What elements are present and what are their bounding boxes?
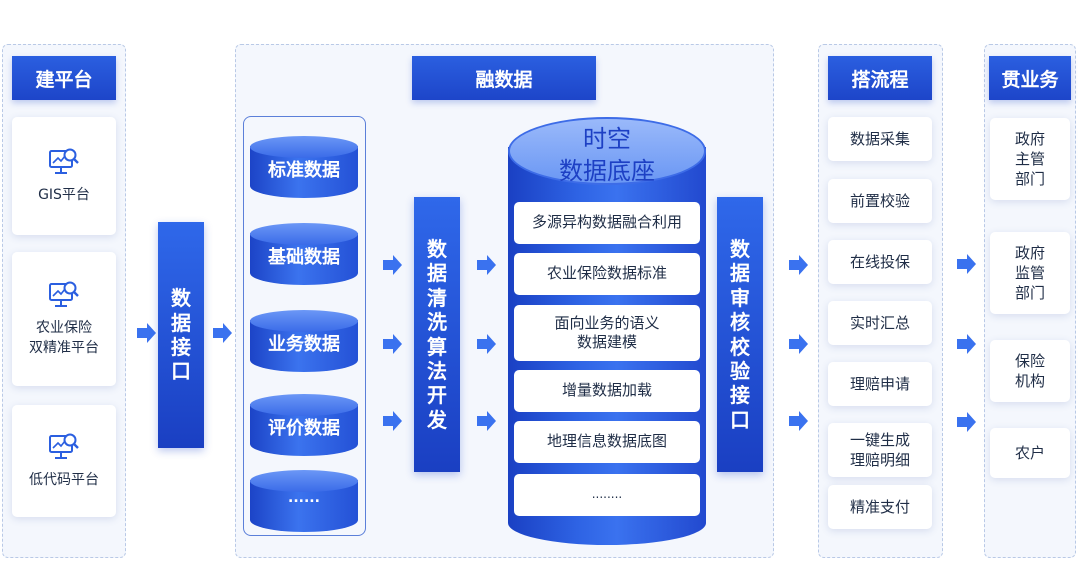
core-item: 地理信息数据底图	[514, 421, 700, 463]
process-step: 理赔申请	[828, 362, 932, 406]
platform-agri-insurance: 农业保险 双精准平台	[12, 252, 116, 386]
arrow-right-icon	[787, 410, 809, 432]
build-process-header: 搭流程	[828, 56, 932, 100]
core-title-line1: 时空	[583, 125, 631, 153]
monitor-search-icon	[49, 433, 79, 460]
monitor-search-icon	[49, 148, 79, 175]
arrow-right-icon	[381, 410, 403, 432]
db-label: ......	[288, 490, 320, 506]
db-label: 基础数据	[268, 247, 340, 268]
platform-label: 低代码平台	[29, 472, 99, 489]
platform-low-code: 低代码平台	[12, 405, 116, 517]
monitor-search-icon	[49, 281, 79, 308]
arrow-right-icon	[787, 333, 809, 355]
platform-label: GIS平台	[38, 187, 90, 204]
business-target: 政府 主管 部门	[990, 118, 1070, 200]
data-interface-label: 数据接口	[171, 286, 191, 384]
business-target: 政府 监管 部门	[990, 232, 1070, 314]
data-cleaning-label: 数据清洗算法开发	[427, 236, 447, 432]
fuse-data-header: 融数据	[412, 56, 596, 100]
platform-label: 农业保险 双精准平台	[29, 320, 99, 356]
process-step: 在线投保	[828, 240, 932, 284]
business-header: 贯业务	[989, 56, 1071, 100]
db-label: 评价数据	[268, 418, 340, 439]
db-more: ......	[250, 470, 358, 532]
db-label: 标准数据	[268, 160, 340, 181]
core-title-line2: 数据底座	[559, 157, 655, 185]
core-item: 增量数据加载	[514, 370, 700, 412]
data-audit-label: 数据审核校验接口	[730, 236, 750, 432]
process-step: 数据采集	[828, 117, 932, 161]
process-step: 前置校验	[828, 179, 932, 223]
arrow-right-icon	[955, 333, 977, 355]
arrow-right-icon	[381, 333, 403, 355]
core-item: 多源异构数据融合利用	[514, 202, 700, 244]
data-interface-bar: 数据接口	[158, 222, 204, 448]
process-step: 一键生成 理赔明细	[828, 423, 932, 477]
data-cleaning-bar: 数据清洗算法开发	[414, 197, 460, 472]
db-business: 业务数据	[250, 310, 358, 372]
db-basic: 基础数据	[250, 223, 358, 285]
db-evaluation: 评价数据	[250, 394, 358, 456]
db-standard: 标准数据	[250, 136, 358, 198]
db-label: 业务数据	[268, 334, 340, 355]
arrow-right-icon	[135, 322, 157, 344]
arrow-right-icon	[787, 254, 809, 276]
business-target: 农户	[990, 428, 1070, 478]
business-target: 保险 机构	[990, 340, 1070, 402]
arrow-right-icon	[211, 322, 233, 344]
arrow-right-icon	[475, 333, 497, 355]
core-item: 农业保险数据标准	[514, 253, 700, 295]
process-step: 精准支付	[828, 485, 932, 529]
platform-gis: GIS平台	[12, 117, 116, 235]
build-platform-header: 建平台	[12, 56, 116, 100]
arrow-right-icon	[955, 411, 977, 433]
arrow-right-icon	[381, 254, 403, 276]
data-audit-bar: 数据审核校验接口	[717, 197, 763, 472]
arrow-right-icon	[475, 254, 497, 276]
core-item: ........	[514, 474, 700, 516]
process-step: 实时汇总	[828, 301, 932, 345]
arrow-right-icon	[955, 253, 977, 275]
arrow-right-icon	[475, 410, 497, 432]
core-item: 面向业务的语义 数据建模	[514, 305, 700, 361]
